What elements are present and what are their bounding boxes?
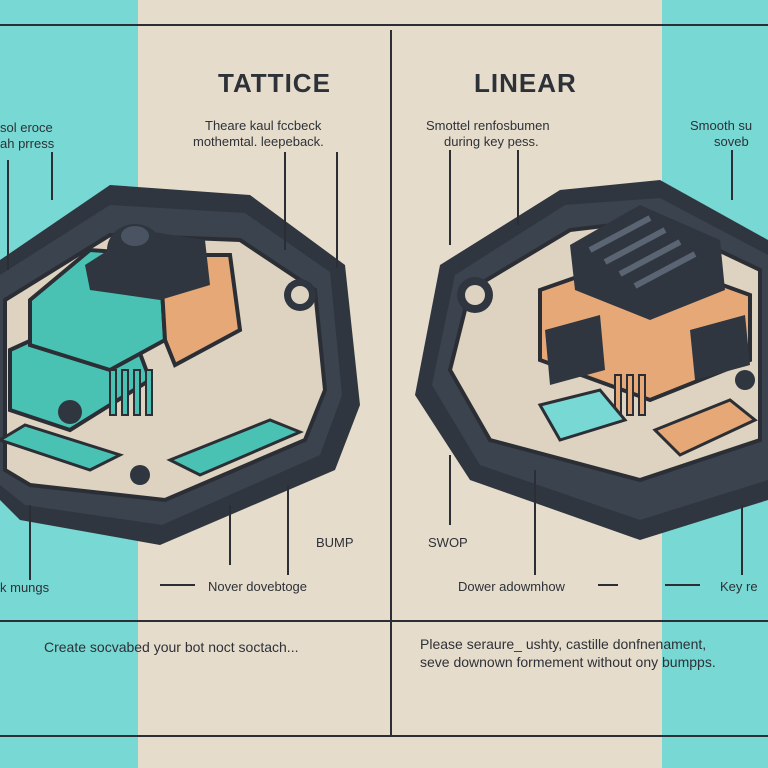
right-label-bottom-center: Dower adowmhow	[458, 579, 565, 594]
left-label-bottom-center: Nover dovebtoge	[208, 579, 307, 594]
tactile-switch	[0, 185, 360, 545]
right-caption-line1: Smottel renfosbumen	[426, 118, 550, 134]
right-description-line1: Please seraure_ ushty, castille donfnena…	[420, 635, 706, 653]
right-label-bottom-right: Key re	[720, 579, 758, 594]
linear-switch	[415, 180, 768, 540]
left-caption-line2: mothemtal. leepeback.	[193, 134, 324, 150]
right-edge-caption-line2: soveb	[714, 134, 749, 150]
right-title: LINEAR	[474, 68, 577, 99]
right-caption-line2: during key pess.	[444, 134, 539, 150]
right-label-swop: SWOP	[428, 535, 468, 550]
left-caption-line1: Theare kaul fccbeck	[205, 118, 321, 134]
left-edge-caption-line2: ah prress	[0, 136, 54, 152]
right-edge-caption-line1: Smooth su	[690, 118, 752, 134]
left-label-bottom-left: k mungs	[0, 580, 49, 595]
left-title: TATTICE	[218, 68, 331, 99]
left-label-bump: BUMP	[316, 535, 354, 550]
right-description-line2: seve downown formement without ony bumpp…	[420, 653, 716, 671]
left-edge-caption-line1: sol eroce	[0, 120, 53, 136]
left-description: Create socvabed your bot noct soctach...	[44, 638, 298, 656]
